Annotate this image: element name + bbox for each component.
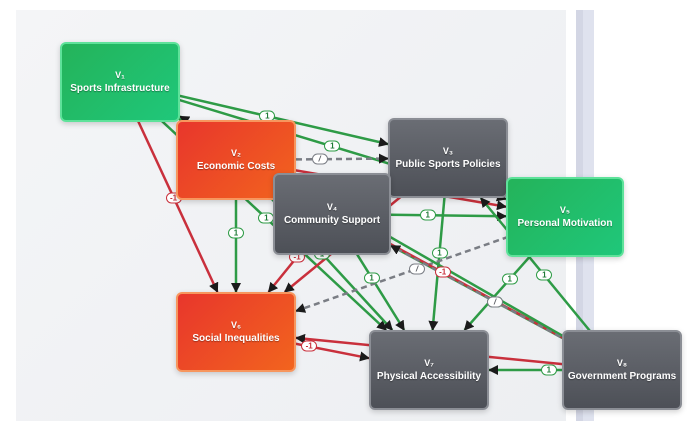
edge-label-econ-to-policy: / [311,153,328,165]
node-id: V₄ [326,202,338,212]
edge-label-motiv-to-access: 1 [501,273,518,285]
node-label: Personal Motivation [517,218,613,229]
node-label: Public Sports Policies [395,159,501,170]
node-label: Physical Accessibility [376,371,482,382]
edge-label-gov-to-econ: -1 [434,266,451,278]
edge-label-gov-to-policy: 1 [536,269,553,281]
edge-label-gov-to-access: 1 [540,364,557,376]
node-gov[interactable]: V₈ Government Programs [562,330,682,410]
edge-label-policy-to-access: 1 [431,247,448,259]
node-label: Sports Infrastructure [70,83,170,94]
edge-label-gov-to-comm: / [486,296,503,308]
edge-label-infra-to-access: 1 [258,212,275,224]
node-id: V₅ [559,205,571,215]
node-id: V₆ [230,320,242,330]
diagram-canvas: 1-111-111-11/1-1111-11/-11-11-111/ V₁Spo… [16,10,687,421]
node-label: Economic Costs [196,161,276,172]
node-social[interactable]: V₆ Social Inequalities [176,292,296,372]
edge-label-motiv-to-social: / [409,263,426,275]
edge-label-social-to-access: -1 [301,340,318,352]
node-label: Social Inequalities [192,333,280,344]
edge-label-comm-to-access: 1 [363,272,380,284]
node-policy[interactable]: V₃ Public Sports Policies [388,118,508,198]
node-id: V₇ [424,358,434,368]
edge-infra-to-access[interactable] [119,81,387,331]
node-id: V₁ [115,70,125,80]
node-label: Government Programs [567,371,677,382]
node-comm[interactable]: V₄ Community Support [273,173,391,255]
node-label: Community Support [283,215,381,226]
edge-label-infra-to-motiv: 1 [324,140,341,152]
node-access[interactable]: V₇ Physical Accessibility [369,330,489,410]
edge-motiv-to-social[interactable] [295,215,566,313]
node-id: V₃ [442,146,454,156]
node-id: V₂ [230,148,241,158]
node-infra[interactable]: V₁ Sports Infrastructure [60,42,180,122]
edge-label-econ-to-social: 1 [228,227,244,239]
node-id: V₈ [616,358,628,368]
edge-label-comm-to-motiv: 1 [419,209,436,221]
node-motiv[interactable]: V₅ Personal Motivation [506,177,624,257]
